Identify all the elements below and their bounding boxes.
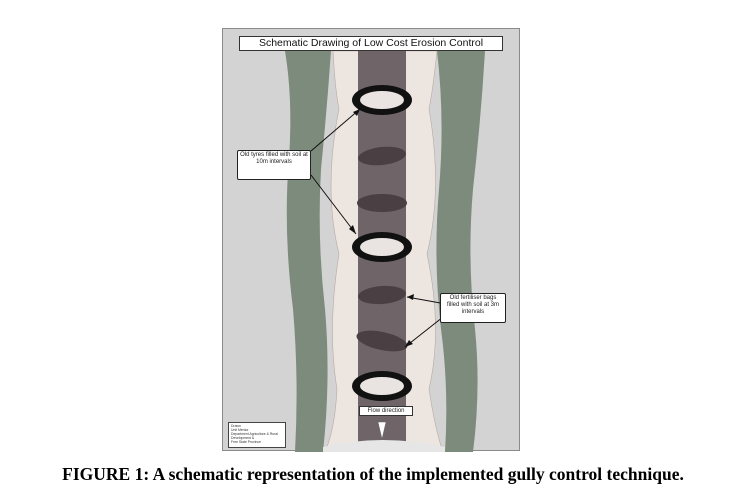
tyre-2 xyxy=(352,232,412,262)
fertiliser-bag-4 xyxy=(356,330,408,352)
leader-line-tyre-mid xyxy=(310,174,357,235)
legend-line: Drawn xyxy=(231,424,241,428)
callout-fertiliser-bags: Old fertiliser bags filled with soil at … xyxy=(440,293,506,323)
fertiliser-bag-3 xyxy=(358,285,406,305)
arrowhead-bag-top xyxy=(407,294,414,300)
tyre-3 xyxy=(352,371,412,401)
leader-line-bag-bottom xyxy=(404,316,444,348)
legend-line: Unit Mentor xyxy=(231,428,249,432)
diagram-title: Schematic Drawing of Low Cost Erosion Co… xyxy=(239,36,503,51)
leader-line-tyre-top xyxy=(310,108,361,152)
gully-diagram-svg xyxy=(285,50,485,452)
leader-line-bag-top xyxy=(406,296,447,305)
legend-line: Development & xyxy=(231,436,255,440)
legend-line: Free State Province xyxy=(231,440,261,444)
callout-tyres: Old tyres filled with soil at 10m interv… xyxy=(237,150,311,180)
legend-box: Drawn Unit Mentor Department Agriculture… xyxy=(228,422,286,448)
flow-direction-label: Flow direction xyxy=(359,406,413,416)
ground-base xyxy=(323,440,445,452)
fertiliser-bag-2 xyxy=(357,194,407,212)
arrowhead-bag-bottom xyxy=(405,340,413,347)
flow-arrow xyxy=(377,421,387,440)
tyre-1 xyxy=(352,85,412,115)
arrowhead-tyre-mid xyxy=(349,225,356,234)
legend-line: Department Agriculture & Rural xyxy=(231,432,278,436)
arrowhead-tyre-top xyxy=(353,109,360,116)
fertiliser-bag-1 xyxy=(358,146,406,166)
diagram-figure: Schematic Drawing of Low Cost Erosion Co… xyxy=(222,28,520,452)
left-vegetation-strip xyxy=(285,51,331,452)
right-vegetation-strip xyxy=(436,51,485,452)
figure-caption: FIGURE 1: A schematic representation of … xyxy=(62,464,684,484)
